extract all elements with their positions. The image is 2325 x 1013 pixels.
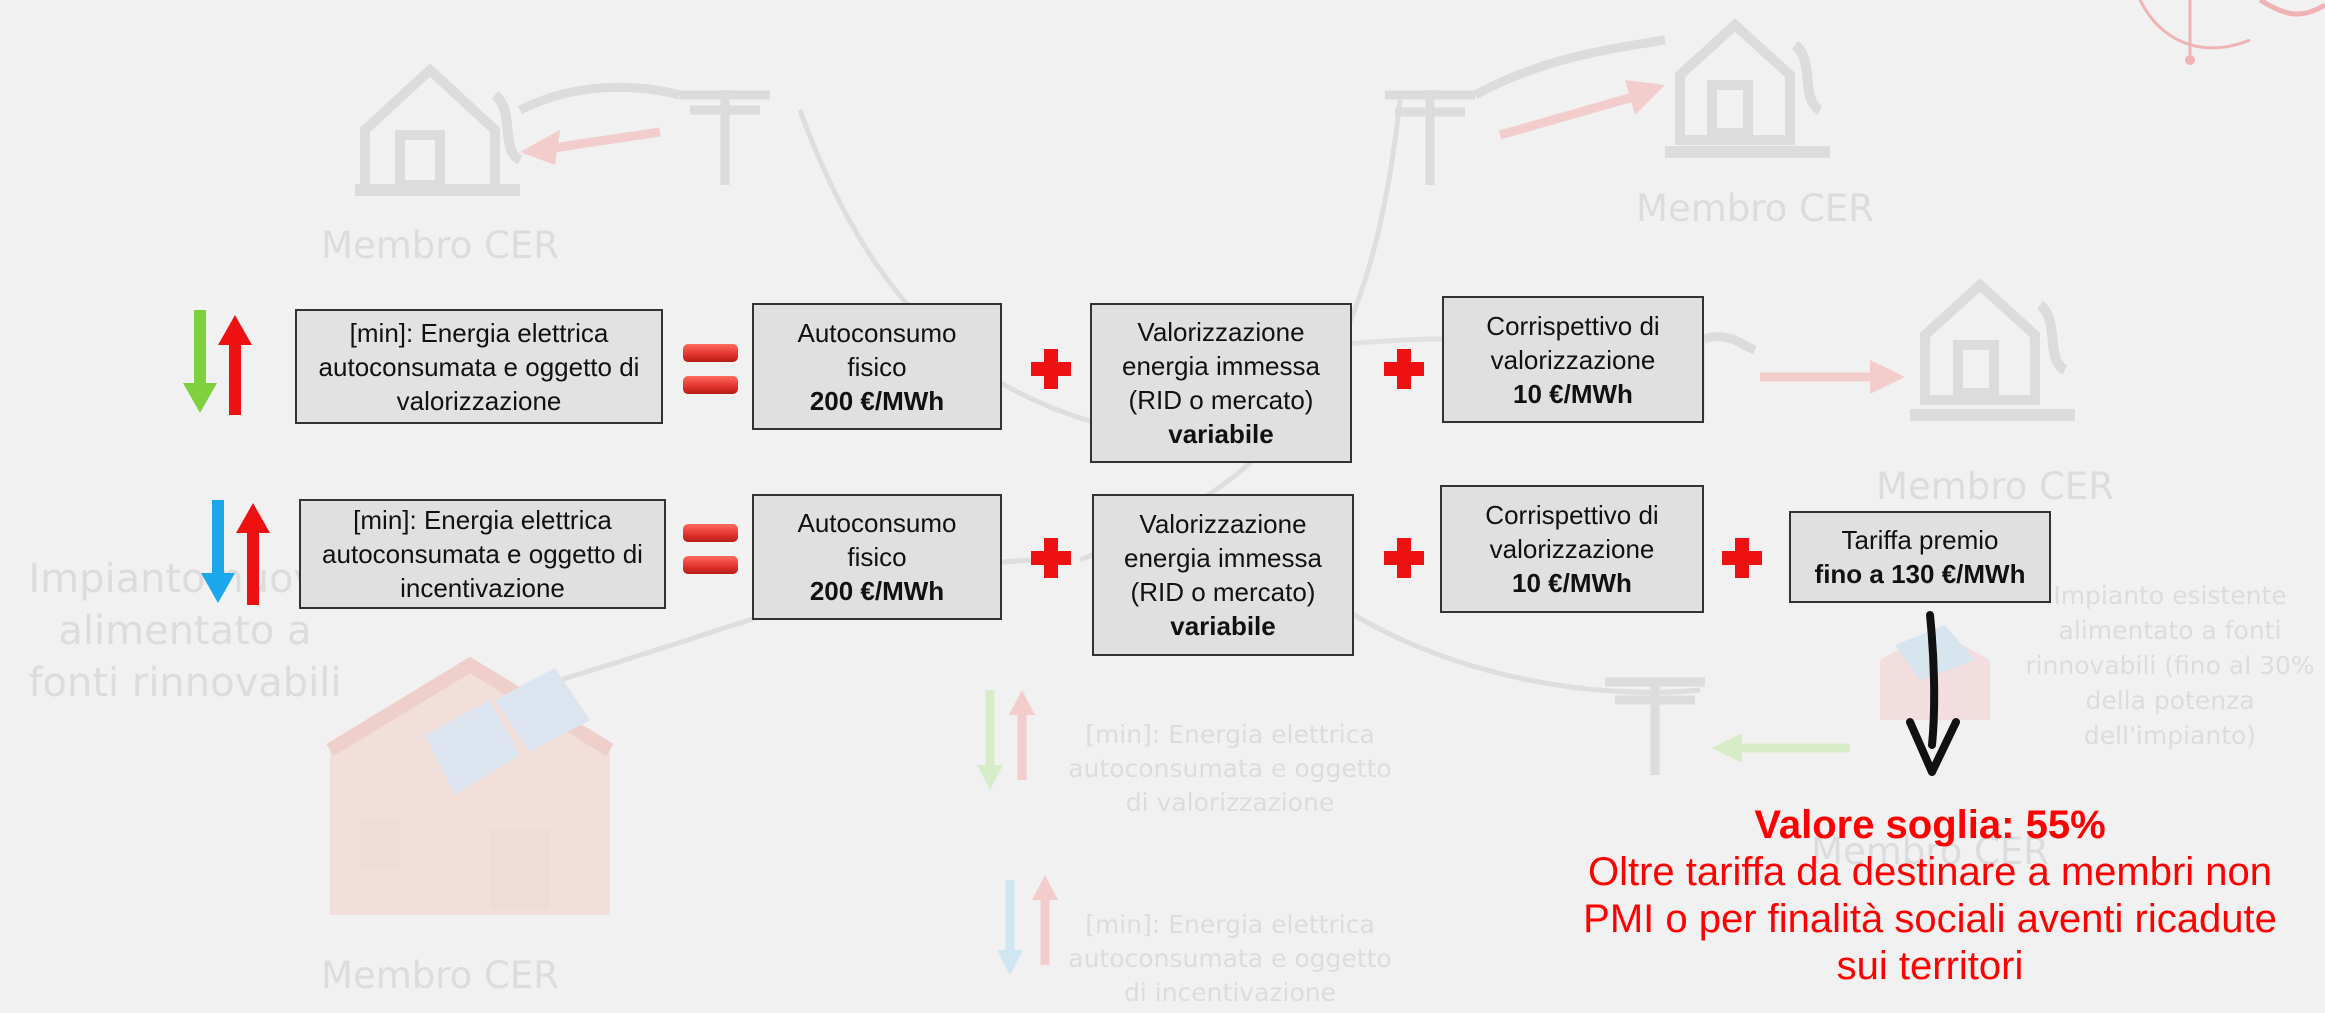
power-pole-icon <box>1385 35 1666 185</box>
member-label: Membro CER <box>1636 187 1874 230</box>
member-label: Membro CER <box>1811 830 2049 873</box>
term-text: Tariffa premio <box>1841 525 1999 555</box>
row2-label-box: [min]: Energia elettrica autoconsumata e… <box>299 499 666 609</box>
member-label: Membro CER <box>321 954 559 997</box>
term-text: Autoconsumo fisico <box>797 317 957 382</box>
term-text: Valorizzazione energia immessa (RID o me… <box>1124 509 1322 607</box>
energy-flow-arrows-row1 <box>183 310 252 415</box>
plus-icon <box>1384 349 1424 389</box>
row2-label: [min]: Energia elettrica autoconsumata e… <box>322 505 643 603</box>
row1-label-box: [min]: Energia elettrica autoconsumata e… <box>295 309 663 424</box>
arrow-down-icon <box>1906 611 1960 776</box>
term-value: 10 €/MWh <box>1513 378 1633 409</box>
term-value: variabile <box>1170 611 1276 641</box>
arrow-up-icon <box>218 315 252 345</box>
term-text: Valorizzazione energia immessa (RID o me… <box>1122 317 1320 415</box>
row1-term-3: Corrispettivo di valorizzazione 10 €/MWh <box>1442 296 1704 423</box>
term-text: Autoconsumo fisico <box>797 508 957 572</box>
plus-icon <box>1031 538 1071 578</box>
house-icon <box>355 63 523 196</box>
ghost-row1-label: [min]: Energia elettrica autoconsumata e… <box>1068 720 1392 817</box>
row2-term-1: Autoconsumo fisico 200 €/MWh <box>752 494 1002 620</box>
row1-label: [min]: Energia elettrica autoconsumata e… <box>318 317 640 416</box>
term-text: Corrispettivo di valorizzazione <box>1486 310 1660 375</box>
house-icon <box>1665 18 1830 158</box>
row2-term-4: Tariffa premio fino a 130 €/MWh <box>1789 511 2051 603</box>
plus-icon <box>1031 349 1071 389</box>
power-pole-icon <box>1695 332 1757 420</box>
term-value: variabile <box>1168 419 1274 449</box>
power-pole-icon <box>1605 677 1705 775</box>
row2-term-3: Corrispettivo di valorizzazione 10 €/MWh <box>1440 485 1704 613</box>
row2-term-2: Valorizzazione energia immessa (RID o me… <box>1092 494 1354 656</box>
term-value: 200 €/MWh <box>809 576 945 606</box>
row1-term-1: Autoconsumo fisico 200 €/MWh <box>752 303 1002 430</box>
new-plant-label: Impianto nuovo alimentato a fonti rinnov… <box>28 556 342 706</box>
threshold-conclusion: Valore soglia: 55% Oltre tariffa da dest… <box>1565 802 2295 990</box>
term-value: 200 €/MWh <box>809 385 945 416</box>
term-value: 10 €/MWh <box>1512 568 1632 598</box>
equals-icon <box>683 524 738 576</box>
power-pole-icon <box>517 82 770 185</box>
house-icon <box>1910 278 2075 421</box>
member-label: Membro CER <box>1876 465 2114 508</box>
threshold-title: Valore soglia: 55% <box>1754 803 2106 847</box>
arrow-down-icon <box>201 573 235 603</box>
energy-flow-arrows-row2 <box>201 500 270 605</box>
ghost-row2-label: [min]: Energia elettrica autoconsumata e… <box>1068 910 1392 1007</box>
solar-panel-icon <box>326 656 614 915</box>
arrow-down-icon <box>183 383 217 413</box>
term-text: Corrispettivo di valorizzazione <box>1485 500 1659 564</box>
plus-icon <box>1384 538 1424 578</box>
row1-term-2: Valorizzazione energia immessa (RID o me… <box>1090 303 1352 463</box>
arrow-up-icon <box>236 503 270 533</box>
term-value: fino a 130 €/MWh <box>1814 559 2026 589</box>
threshold-description: Oltre tariffa da destinare a membri non … <box>1583 850 2277 988</box>
member-label: Membro CER <box>321 224 559 267</box>
existing-plant-label: Impianto esistente alimentato a fonti ri… <box>2025 581 2315 750</box>
plus-icon <box>1722 538 1762 578</box>
equals-icon <box>683 344 738 396</box>
